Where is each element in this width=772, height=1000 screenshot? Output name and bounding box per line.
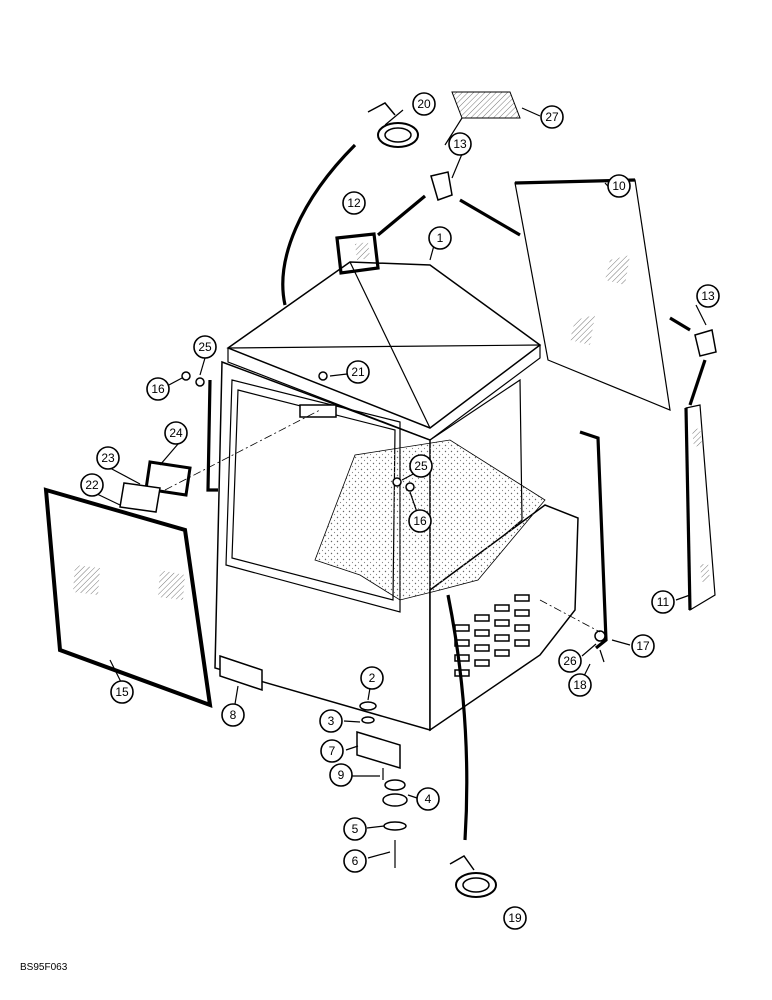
- callout-24: 24: [164, 421, 188, 445]
- callout-4: 4: [416, 787, 440, 811]
- seal-13-top: [430, 171, 453, 201]
- callout-5: 5: [343, 817, 367, 841]
- callout-16-left: 16: [146, 377, 170, 401]
- callout-20: 20: [412, 92, 436, 116]
- callout-16-right: 16: [408, 509, 432, 533]
- callout-9: 9: [329, 763, 353, 787]
- callout-8: 8: [221, 703, 245, 727]
- callout-label: 25: [198, 340, 212, 354]
- callout-label: 17: [636, 639, 650, 653]
- callout-label: 21: [351, 365, 365, 379]
- callout-label: 2: [369, 671, 376, 685]
- callout-6: 6: [343, 849, 367, 873]
- weatherstrip-coil-19: [449, 855, 497, 898]
- callout-3: 3: [319, 709, 343, 733]
- callout-25-right: 25: [409, 454, 433, 478]
- callout-label: 23: [101, 451, 115, 465]
- callout-19: 19: [503, 906, 527, 930]
- callout-12: 12: [342, 191, 366, 215]
- callout-label: 6: [352, 854, 359, 868]
- callout-label: 12: [347, 196, 361, 210]
- callout-1: 1: [428, 226, 452, 250]
- callout-label: 16: [413, 514, 427, 528]
- callout-27: 27: [540, 105, 564, 129]
- filter-pad-27: [451, 91, 521, 119]
- callout-10: 10: [607, 174, 631, 198]
- figure-code: BS95F063: [20, 962, 68, 973]
- callout-label: 18: [573, 678, 587, 692]
- callout-label: 27: [545, 110, 559, 124]
- callout-22: 22: [80, 473, 104, 497]
- callout-label: 15: [115, 685, 129, 699]
- plate-8: [219, 654, 263, 692]
- callout-11: 11: [651, 590, 675, 614]
- callout-label: 22: [85, 478, 99, 492]
- callout-label: 4: [425, 792, 432, 806]
- weatherstrip-coil-20: [367, 102, 419, 148]
- callout-label: 11: [657, 595, 670, 609]
- callout-label: 25: [414, 459, 428, 473]
- cab-body: [206, 261, 579, 732]
- callout-label: 9: [338, 768, 345, 782]
- callout-label: 13: [453, 137, 467, 151]
- window-glass-15: [43, 487, 213, 709]
- callout-18: 18: [568, 673, 592, 697]
- seal-13-right: [694, 329, 717, 357]
- mount-stack: [359, 701, 408, 868]
- callout-7: 7: [320, 739, 344, 763]
- callout-label: 1: [437, 231, 444, 245]
- callout-label: 26: [563, 654, 577, 668]
- callout-25-left: 25: [193, 335, 217, 359]
- callout-15: 15: [110, 680, 134, 704]
- callout-26: 26: [558, 649, 582, 673]
- callout-label: 13: [701, 289, 715, 303]
- callout-label: 20: [417, 97, 431, 111]
- callout-label: 5: [352, 822, 359, 836]
- callout-13-top: 13: [448, 132, 472, 156]
- callout-label: 3: [328, 714, 335, 728]
- side-louvers: [454, 594, 530, 677]
- fastener-hardware: [181, 371, 606, 663]
- plate-7: [356, 730, 401, 770]
- callout-label: 16: [151, 382, 165, 396]
- callout-label: 8: [230, 708, 237, 722]
- callout-label: 10: [612, 179, 626, 193]
- window-glass-12: [335, 232, 380, 275]
- callout-17: 17: [631, 634, 655, 658]
- callout-label: 19: [508, 911, 522, 925]
- callout-13-right: 13: [696, 284, 720, 308]
- callout-label: 24: [169, 426, 183, 440]
- callout-21: 21: [346, 360, 370, 384]
- dome-light: [119, 460, 192, 513]
- callout-23: 23: [96, 446, 120, 470]
- window-glass-11: [684, 404, 716, 612]
- callout-label: 7: [329, 744, 336, 758]
- callout-2: 2: [360, 666, 384, 690]
- window-glass-10: [514, 178, 671, 411]
